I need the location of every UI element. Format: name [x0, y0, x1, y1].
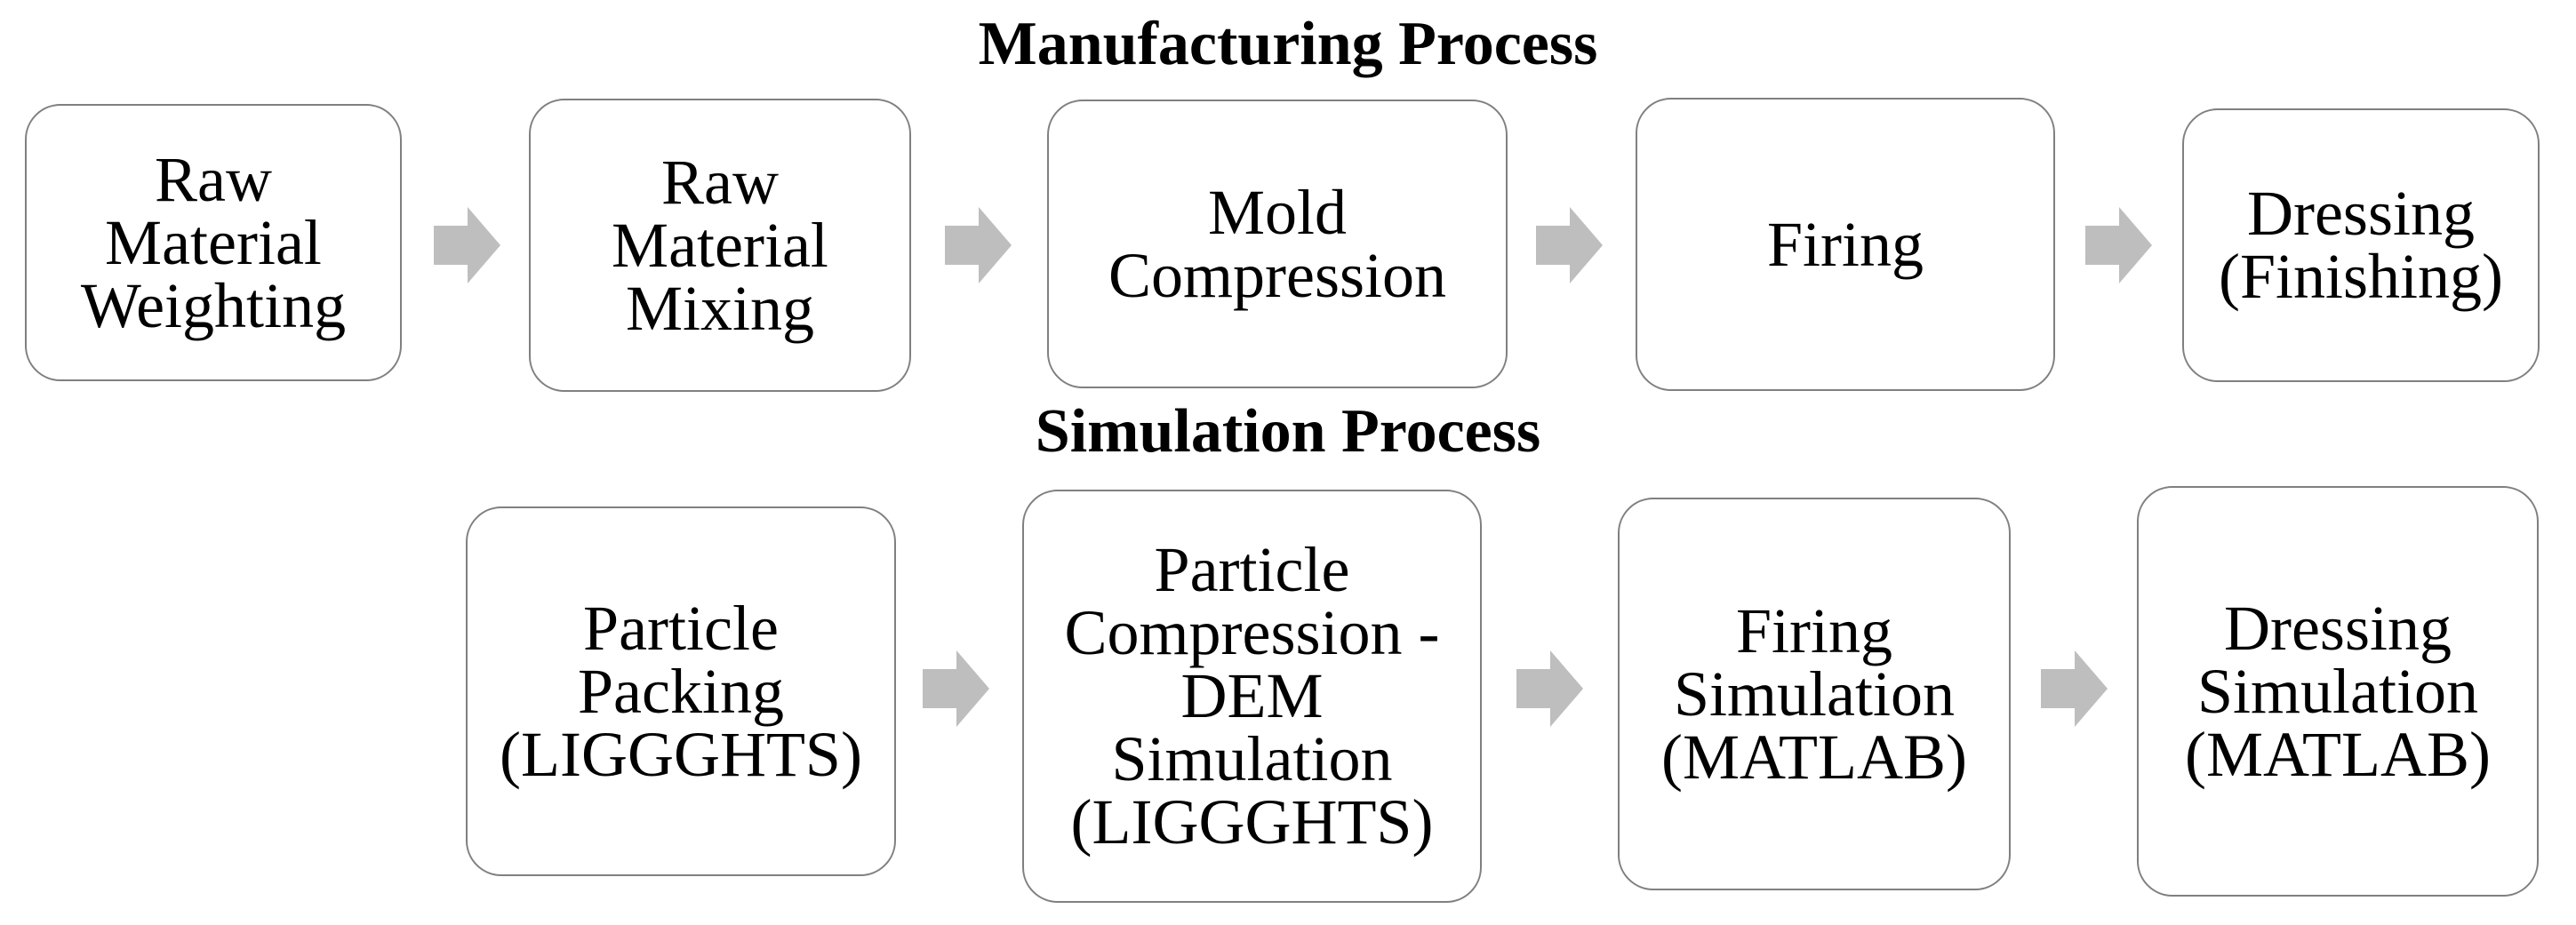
flow-arrow — [2085, 207, 2152, 283]
flow-arrow — [945, 207, 1012, 283]
step-label: Dressing(Finishing) — [2218, 178, 2504, 312]
right-arrow-icon — [923, 650, 989, 727]
right-arrow-icon — [1536, 207, 1603, 283]
right-arrow-icon — [1516, 650, 1583, 727]
flow-arrow — [2041, 650, 2108, 727]
step-firing: Firing — [1636, 98, 2055, 391]
flow-arrow — [923, 650, 989, 727]
flow-arrow — [1536, 207, 1603, 283]
right-arrow-icon — [434, 207, 500, 283]
flow-arrow — [1516, 650, 1583, 727]
flow-arrow — [434, 207, 500, 283]
step-dressing-finishing: Dressing(Finishing) — [2182, 108, 2540, 382]
right-arrow-icon — [2085, 207, 2152, 283]
right-arrow-icon — [2041, 650, 2108, 727]
simulation-process-title: Simulation Process — [1035, 397, 1541, 466]
step-label: Firing — [1766, 208, 1924, 280]
right-arrow-icon — [945, 207, 1012, 283]
manufacturing-process-title: Manufacturing Process — [978, 10, 1598, 78]
